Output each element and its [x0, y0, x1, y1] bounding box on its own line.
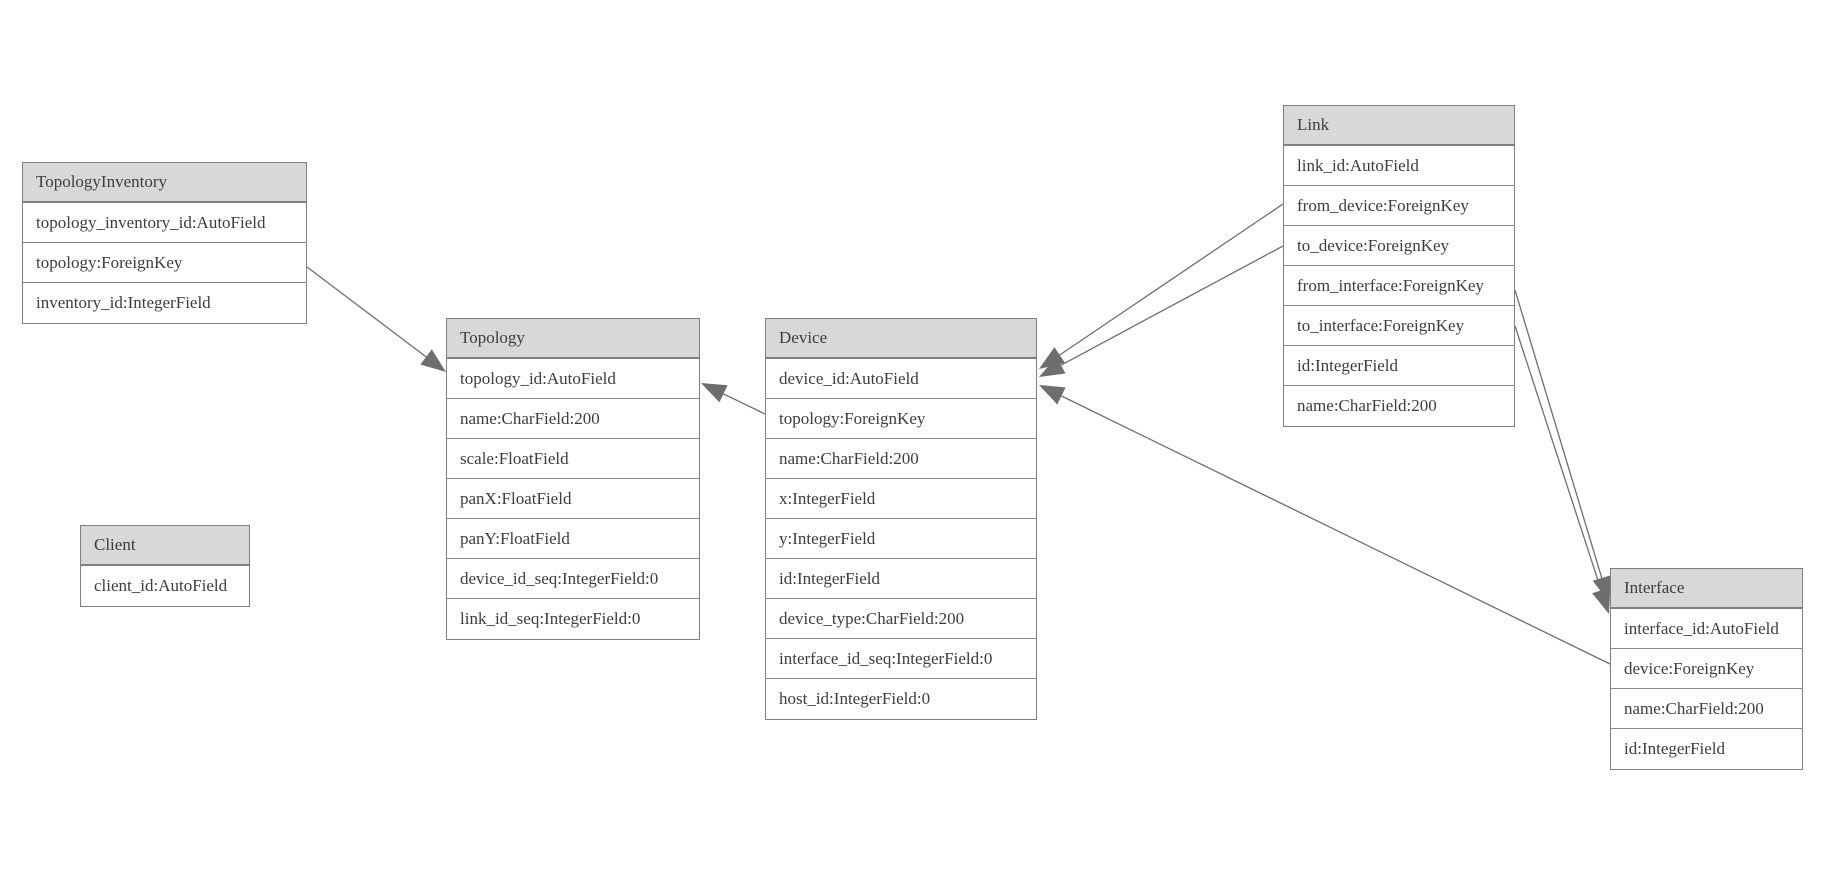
- arrowhead-icon: [1039, 385, 1066, 405]
- entity-title: Topology: [447, 319, 699, 359]
- field-row: name:CharField:200: [766, 439, 1036, 479]
- field-row: id:IntegerField: [1284, 346, 1514, 386]
- relationship-line: [1059, 203, 1284, 356]
- field-row: link_id:AutoField: [1284, 146, 1514, 186]
- field-row: topology:ForeignKey: [766, 399, 1036, 439]
- field-row: host_id:IntegerField:0: [766, 679, 1036, 719]
- field-row: interface_id_seq:IntegerField:0: [766, 639, 1036, 679]
- field-row: name:CharField:200: [1611, 689, 1802, 729]
- field-row: from_interface:ForeignKey: [1284, 266, 1514, 306]
- relationship-line: [306, 266, 427, 358]
- field-row: client_id:AutoField: [81, 566, 249, 606]
- entity-title: Link: [1284, 106, 1514, 146]
- field-row: device_id_seq:IntegerField:0: [447, 559, 699, 599]
- field-row: id:IntegerField: [766, 559, 1036, 599]
- arrowhead-icon: [1592, 587, 1611, 614]
- relationship-interface-device-to-device: [1039, 385, 1611, 665]
- field-row: name:CharField:200: [1284, 386, 1514, 426]
- field-row: panY:FloatField: [447, 519, 699, 559]
- field-row: scale:FloatField: [447, 439, 699, 479]
- field-row: interface_id:AutoField: [1611, 609, 1802, 649]
- field-row: topology_inventory_id:AutoField: [23, 203, 306, 243]
- entity-title: Interface: [1611, 569, 1802, 609]
- relationship-line: [1060, 245, 1284, 366]
- relationship-line: [1061, 395, 1611, 665]
- entity-title: Device: [766, 319, 1036, 359]
- arrowhead-icon: [701, 383, 728, 403]
- relationship-device-topology-to-topology: [701, 383, 766, 415]
- field-row: device_type:CharField:200: [766, 599, 1036, 639]
- relationship-topologyinventory-topology-to-topology: [306, 266, 446, 372]
- field-row: to_interface:ForeignKey: [1284, 306, 1514, 346]
- arrowhead-icon: [420, 349, 446, 372]
- field-row: device_id:AutoField: [766, 359, 1036, 399]
- field-row: to_device:ForeignKey: [1284, 226, 1514, 266]
- entity-title: TopologyInventory: [23, 163, 306, 203]
- field-row: panX:FloatField: [447, 479, 699, 519]
- arrowhead-icon: [1039, 356, 1066, 377]
- relationship-line: [1514, 325, 1602, 591]
- field-row: topology_id:AutoField: [447, 359, 699, 399]
- field-row: y:IntegerField: [766, 519, 1036, 559]
- relationship-line: [723, 393, 766, 415]
- field-row: from_device:ForeignKey: [1284, 186, 1514, 226]
- entity-title: Client: [81, 526, 249, 566]
- field-row: id:IntegerField: [1611, 729, 1802, 769]
- field-row: x:IntegerField: [766, 479, 1036, 519]
- field-row: link_id_seq:IntegerField:0: [447, 599, 699, 639]
- field-row: device:ForeignKey: [1611, 649, 1802, 689]
- relationship-link-to-interface-to-interface: [1514, 325, 1611, 614]
- field-row: name:CharField:200: [447, 399, 699, 439]
- relationship-line: [1514, 289, 1603, 579]
- field-row: inventory_id:IntegerField: [23, 283, 306, 323]
- field-row: topology:ForeignKey: [23, 243, 306, 283]
- relationship-link-to-device-to-device: [1039, 245, 1284, 377]
